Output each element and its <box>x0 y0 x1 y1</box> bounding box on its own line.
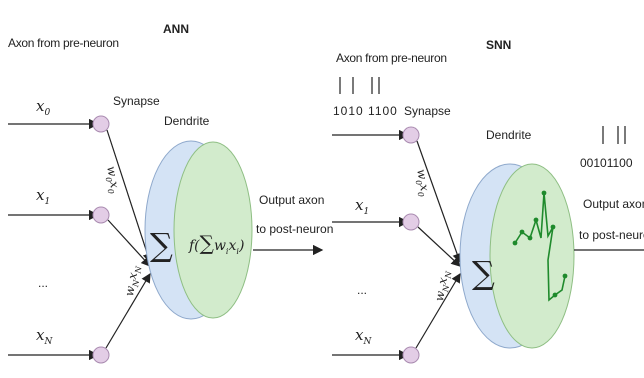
snn-input-ellipsis: ... <box>357 283 368 297</box>
snn-input-xn-sub: N <box>363 337 372 347</box>
ann-input-xn-sub: N <box>44 337 53 347</box>
ann-synapse-n <box>92 346 110 364</box>
ann-output-label-1: Output axon <box>259 193 325 207</box>
snn-synapse-label: Synapse <box>404 104 451 118</box>
snn-weight-line-n <box>415 272 461 349</box>
snn-input-xn: xN <box>355 326 372 348</box>
ann-panel <box>8 115 324 364</box>
snn-dendrite-label: Dendrite <box>486 128 532 142</box>
snn-title: SNN <box>486 38 512 52</box>
snn-axon-label: Axon from pre-neuron <box>336 51 447 65</box>
snn-synapse-0 <box>402 126 420 144</box>
ann-input-x1: x1 <box>36 186 51 208</box>
ann-input-x0-sub: 0 <box>44 108 51 118</box>
snn-output-label-1: Output axon <box>583 197 644 211</box>
ann-activation-function: f(∑wixi) <box>189 231 245 256</box>
ann-title: ANN <box>163 22 189 36</box>
ann-axon-label: Axon from pre-neuron <box>8 36 119 50</box>
snn-output-label-2: to post-neuron <box>579 228 644 242</box>
ann-dendrite-label: Dendrite <box>164 114 210 128</box>
snn-input-x1: x1 <box>355 196 370 218</box>
snn-spike-dots <box>512 190 568 298</box>
snn-output-spike-bars <box>602 126 626 144</box>
ann-input-ellipsis: ... <box>38 276 49 290</box>
snn-input-spike-train: 1010 1100 <box>333 104 398 118</box>
snn-soma <box>489 163 575 349</box>
snn-weight-line-0 <box>416 140 462 264</box>
ann-sum-symbol: ∑ <box>150 226 173 264</box>
ann-weight-line-n <box>105 272 151 349</box>
snn-input-x1-sub: 1 <box>363 207 370 217</box>
ann-output-label-2: to post-neuron <box>256 222 334 236</box>
snn-panel <box>332 77 644 364</box>
ann-soma <box>173 141 253 319</box>
ann-synapse-1 <box>92 206 110 224</box>
ann-input-x1-sub: 1 <box>44 197 51 207</box>
ann-weight-line-0 <box>106 129 152 264</box>
snn-synapse-n <box>402 346 420 364</box>
snn-weight-line-1 <box>417 226 461 267</box>
snn-input-spike-bars <box>339 77 380 94</box>
snn-synapse-1 <box>402 213 420 231</box>
snn-sum-symbol: ∑ <box>472 254 495 292</box>
ann-synapse-label: Synapse <box>113 94 160 108</box>
ann-synapse-0 <box>92 115 110 133</box>
snn-output-spike-train: 00101100 <box>580 156 633 170</box>
ann-input-x0: x0 <box>36 97 51 119</box>
ann-weight-line-1 <box>107 219 151 267</box>
ann-input-xn: xN <box>36 326 53 348</box>
